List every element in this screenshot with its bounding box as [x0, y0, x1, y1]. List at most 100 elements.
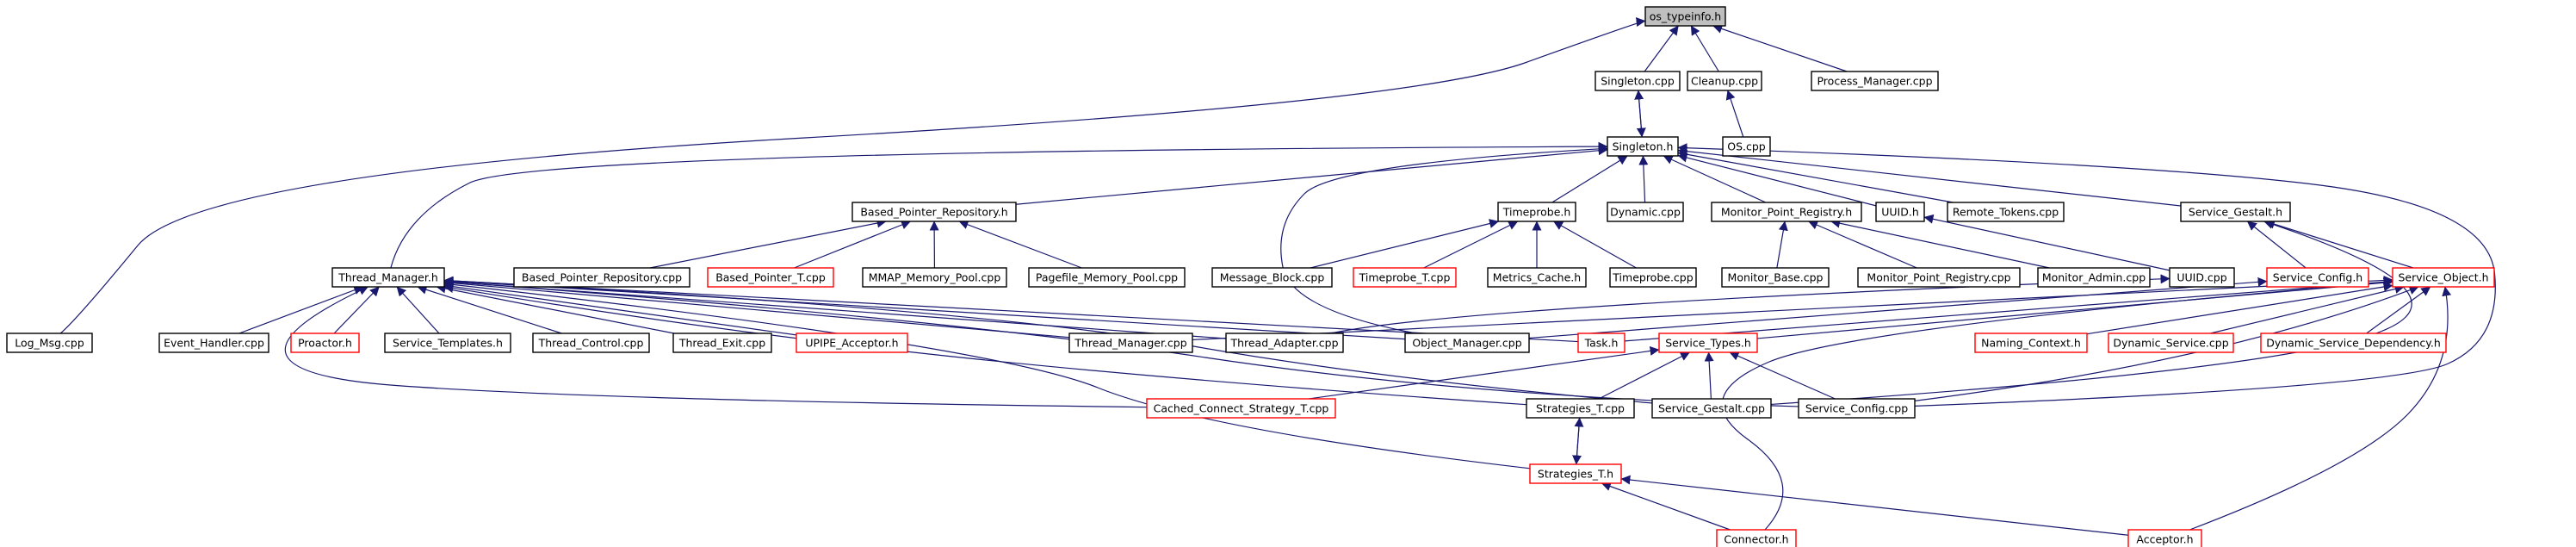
- node-strategies-t-h[interactable]: Strategies_T.h: [1529, 463, 1622, 484]
- node-box[interactable]: [851, 202, 1017, 222]
- node-box[interactable]: [1811, 71, 1939, 91]
- node-service-config-cpp[interactable]: Service_Config.cpp: [1798, 398, 1916, 419]
- node-thread-adapter-cpp[interactable]: Thread_Adapter.cpp: [1225, 333, 1344, 353]
- node-remote-tokens-cpp[interactable]: Remote_Tokens.cpp: [1947, 202, 2065, 222]
- node-singleton-cpp[interactable]: Singleton.cpp: [1595, 71, 1681, 91]
- node-box[interactable]: [6, 333, 93, 353]
- node-box[interactable]: [1487, 267, 1587, 288]
- node-uuid-h[interactable]: UUID.h: [1875, 202, 1925, 222]
- node-service-gestalt-cpp[interactable]: Service_Gestalt.cpp: [1651, 398, 1772, 419]
- node-box[interactable]: [158, 333, 269, 353]
- node-object-manager-cpp[interactable]: Object_Manager.cpp: [1404, 333, 1530, 353]
- node-box[interactable]: [1721, 267, 1830, 288]
- node-box[interactable]: [1644, 6, 1726, 27]
- node-monitor-admin-cpp[interactable]: Monitor_Admin.cpp: [2037, 267, 2151, 288]
- node-service-config-h[interactable]: Service_Config.h: [2266, 267, 2369, 288]
- node-timeprobe-cpp[interactable]: Timeprobe.cpp: [1609, 267, 1697, 288]
- node-service-types-h[interactable]: Service_Types.h: [1658, 333, 1758, 353]
- node-thread-manager-h[interactable]: Thread_Manager.h: [331, 267, 445, 288]
- node-box[interactable]: [1658, 333, 1758, 353]
- node-mmap-memory-pool-cpp[interactable]: MMAP_Memory_Pool.cpp: [862, 267, 1007, 288]
- node-strategies-t-cpp[interactable]: Strategies_T.cpp: [1526, 398, 1635, 419]
- node-connector-h[interactable]: Connector.h: [1716, 529, 1797, 547]
- node-box[interactable]: [1225, 333, 1344, 353]
- node-os-cpp[interactable]: OS.cpp: [1722, 136, 1771, 157]
- node-box[interactable]: [1526, 398, 1635, 419]
- node-service-object-h[interactable]: Service_Object.h: [2392, 267, 2495, 288]
- node-box[interactable]: [1028, 267, 1186, 288]
- node-timeprobe-t-cpp[interactable]: Timeprobe_T.cpp: [1353, 267, 1457, 288]
- node-box[interactable]: [1687, 71, 1762, 91]
- node-upipe-acceptor-h[interactable]: UPIPE_Acceptor.h: [796, 333, 908, 353]
- node-box[interactable]: [2180, 202, 2291, 222]
- node-box[interactable]: [707, 267, 834, 288]
- node-metrics-cache-h[interactable]: Metrics_Cache.h: [1487, 267, 1587, 288]
- node-box[interactable]: [2108, 333, 2234, 353]
- node-monitor-point-registry-cpp[interactable]: Monitor_Point_Registry.cpp: [1857, 267, 2021, 288]
- node-box[interactable]: [290, 333, 360, 353]
- node-task-h[interactable]: Task.h: [1577, 333, 1625, 353]
- node-cleanup-cpp[interactable]: Cleanup.cpp: [1687, 71, 1762, 91]
- node-box[interactable]: [1947, 202, 2065, 222]
- node-box[interactable]: [1857, 267, 2021, 288]
- node-based-pointer-repository-h[interactable]: Based_Pointer_Repository.h: [851, 202, 1017, 222]
- node-cached-connect-strategy-t-cpp[interactable]: Cached_Connect_Strategy_T.cpp: [1146, 398, 1336, 419]
- node-process-manager-cpp[interactable]: Process_Manager.cpp: [1811, 71, 1939, 91]
- node-box[interactable]: [1716, 529, 1797, 547]
- node-monitor-base-cpp[interactable]: Monitor_Base.cpp: [1721, 267, 1830, 288]
- node-based-pointer-repository-cpp[interactable]: Based_Pointer_Repository.cpp: [513, 267, 690, 288]
- node-naming-context-h[interactable]: Naming_Context.h: [1974, 333, 2088, 353]
- node-box[interactable]: [1875, 202, 1925, 222]
- node-pagefile-memory-pool-cpp[interactable]: Pagefile_Memory_Pool.cpp: [1028, 267, 1186, 288]
- node-box[interactable]: [1529, 463, 1622, 484]
- node-box[interactable]: [1607, 136, 1679, 157]
- node-timeprobe-h[interactable]: Timeprobe.h: [1497, 202, 1576, 222]
- node-proactor-h[interactable]: Proactor.h: [290, 333, 360, 353]
- node-box[interactable]: [1404, 333, 1530, 353]
- node-box[interactable]: [2266, 267, 2369, 288]
- node-box[interactable]: [1607, 202, 1684, 222]
- node-service-gestalt-h[interactable]: Service_Gestalt.h: [2180, 202, 2291, 222]
- node-thread-manager-cpp[interactable]: Thread_Manager.cpp: [1068, 333, 1193, 353]
- node-box[interactable]: [1651, 398, 1772, 419]
- node-service-templates-h[interactable]: Service_Templates.h: [384, 333, 511, 353]
- node-based-pointer-t-cpp[interactable]: Based_Pointer_T.cpp: [707, 267, 834, 288]
- node-box[interactable]: [672, 333, 772, 353]
- node-box[interactable]: [1722, 136, 1771, 157]
- node-box[interactable]: [1577, 333, 1625, 353]
- node-dynamic-service-dependency-h[interactable]: Dynamic_Service_Dependency.h: [2260, 333, 2447, 353]
- node-message-block-cpp[interactable]: Message_Block.cpp: [1211, 267, 1333, 288]
- node-acceptor-h[interactable]: Acceptor.h: [2127, 529, 2202, 547]
- node-box[interactable]: [1609, 267, 1697, 288]
- node-box[interactable]: [331, 267, 445, 288]
- node-box[interactable]: [1497, 202, 1576, 222]
- node-dynamic-service-cpp[interactable]: Dynamic_Service.cpp: [2108, 333, 2234, 353]
- node-box[interactable]: [2127, 529, 2202, 547]
- node-os-typeinfo-h[interactable]: os_typeinfo.h: [1644, 6, 1726, 27]
- node-box[interactable]: [2037, 267, 2151, 288]
- node-box[interactable]: [513, 267, 690, 288]
- node-box[interactable]: [2260, 333, 2447, 353]
- node-box[interactable]: [532, 333, 650, 353]
- node-box[interactable]: [384, 333, 511, 353]
- node-dynamic-cpp[interactable]: Dynamic.cpp: [1607, 202, 1684, 222]
- node-box[interactable]: [862, 267, 1007, 288]
- node-box[interactable]: [1068, 333, 1193, 353]
- node-log-msg-cpp[interactable]: Log_Msg.cpp: [6, 333, 93, 353]
- node-box[interactable]: [1211, 267, 1333, 288]
- node-box[interactable]: [2169, 267, 2235, 288]
- node-event-handler-cpp[interactable]: Event_Handler.cpp: [158, 333, 269, 353]
- node-box[interactable]: [1353, 267, 1457, 288]
- node-thread-control-cpp[interactable]: Thread_Control.cpp: [532, 333, 650, 353]
- node-box[interactable]: [1595, 71, 1681, 91]
- node-box[interactable]: [1711, 202, 1862, 222]
- node-thread-exit-cpp[interactable]: Thread_Exit.cpp: [672, 333, 772, 353]
- node-uuid-cpp[interactable]: UUID.cpp: [2169, 267, 2235, 288]
- node-singleton-h[interactable]: Singleton.h: [1607, 136, 1679, 157]
- node-box[interactable]: [1146, 398, 1336, 419]
- node-box[interactable]: [2392, 267, 2495, 288]
- node-box[interactable]: [796, 333, 908, 353]
- node-monitor-point-registry-h[interactable]: Monitor_Point_Registry.h: [1711, 202, 1862, 222]
- node-box[interactable]: [1974, 333, 2088, 353]
- node-box[interactable]: [1798, 398, 1916, 419]
